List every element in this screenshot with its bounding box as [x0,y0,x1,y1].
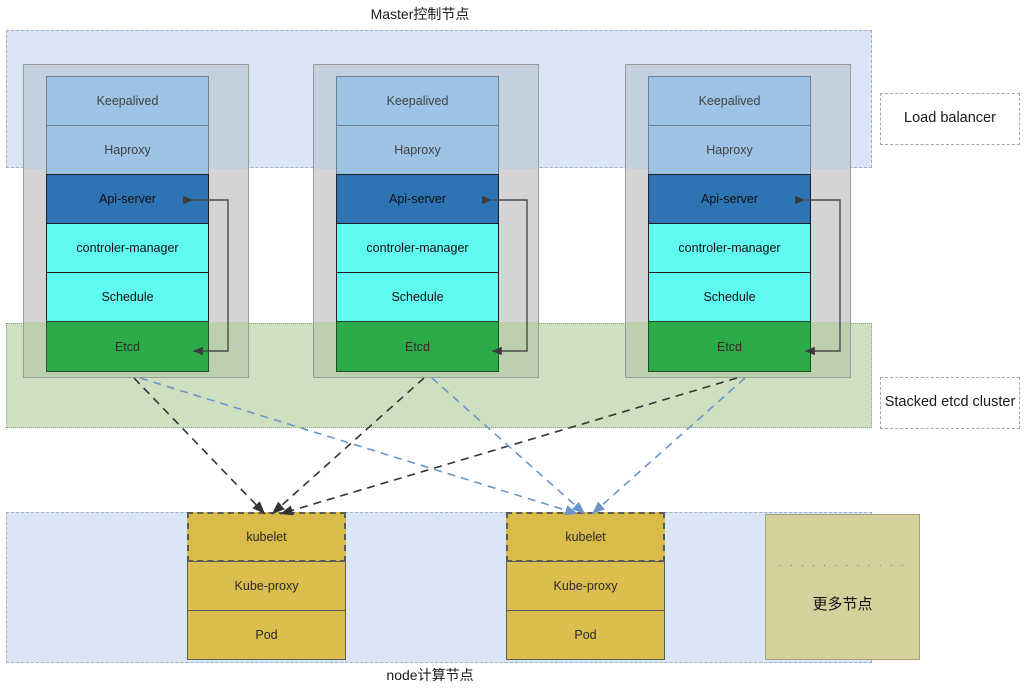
master-3-controller-manager[interactable]: controler-manager [648,223,811,273]
legend-load-balancer: Load balancer [880,93,1020,145]
master-2-keepalived[interactable]: Keepalived [336,76,499,126]
master-2-etcd[interactable]: Etcd [336,321,499,372]
legend-stacked-etcd-cluster: Stacked etcd cluster [880,377,1020,429]
master-1-keepalived[interactable]: Keepalived [46,76,209,126]
master-1-haproxy[interactable]: Haproxy [46,125,209,175]
node-2-pod[interactable]: Pod [506,610,665,660]
master-3-api-server[interactable]: Api-server [648,174,811,224]
master-2-schedule[interactable]: Schedule [336,272,499,322]
more-nodes-box[interactable]: · · · · · · · · · · · · 更多节点 [765,514,920,660]
master-node-2-rack[interactable]: Keepalived Haproxy Api-server controler-… [313,64,539,378]
master-3-keepalived[interactable]: Keepalived [648,76,811,126]
node-1-kubelet[interactable]: kubelet [187,512,346,562]
node-2-kubelet[interactable]: kubelet [506,512,665,562]
more-nodes-dots: · · · · · · · · · · · · [778,559,907,571]
node-section-title: node计算节点 [386,667,474,683]
master-node-1-rack[interactable]: Keepalived Haproxy Api-server controler-… [23,64,249,378]
master-1-schedule[interactable]: Schedule [46,272,209,322]
master-node-3-stack: Keepalived Haproxy Api-server controler-… [648,76,811,372]
master-node-2-stack: Keepalived Haproxy Api-server controler-… [336,76,499,372]
worker-node-band [6,512,872,663]
worker-node-2-stack[interactable]: kubelet Kube-proxy Pod [506,512,665,660]
master-1-api-server[interactable]: Api-server [46,174,209,224]
worker-node-1-stack[interactable]: kubelet Kube-proxy Pod [187,512,346,660]
master-2-api-server[interactable]: Api-server [336,174,499,224]
master-node-1-stack: Keepalived Haproxy Api-server controler-… [46,76,209,372]
more-nodes-label: 更多节点 [812,595,873,613]
master-3-etcd[interactable]: Etcd [648,321,811,372]
node-1-pod[interactable]: Pod [187,610,346,660]
master-2-haproxy[interactable]: Haproxy [336,125,499,175]
master-1-etcd[interactable]: Etcd [46,321,209,372]
node-1-kube-proxy[interactable]: Kube-proxy [187,561,346,611]
master-1-controller-manager[interactable]: controler-manager [46,223,209,273]
master-3-haproxy[interactable]: Haproxy [648,125,811,175]
node-2-kube-proxy[interactable]: Kube-proxy [506,561,665,611]
master-2-controller-manager[interactable]: controler-manager [336,223,499,273]
master-section-title: Master控制节点 [370,6,470,22]
master-node-3-rack[interactable]: Keepalived Haproxy Api-server controler-… [625,64,851,378]
master-3-schedule[interactable]: Schedule [648,272,811,322]
